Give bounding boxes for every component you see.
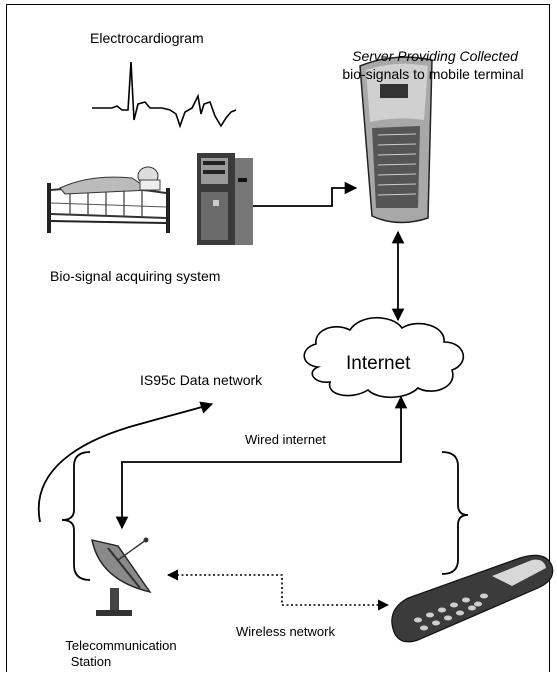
server-label-line2: bio-signals to mobile terminal (342, 66, 524, 82)
desktop-tower-icon (197, 153, 253, 245)
server-label-line1: Server Providing Collected (352, 48, 518, 64)
wireless-label: Wireless network (236, 624, 335, 639)
station-label-line1: Telecommunication (65, 638, 177, 653)
ecg-waveform-icon (92, 61, 237, 129)
bio-system-label: Bio-signal acquiring system (50, 268, 221, 284)
station-label-line2: Station (70, 654, 112, 669)
server-icon (359, 56, 433, 224)
wired-label: Wired internet (245, 432, 326, 447)
is95c-label: IS95c Data network (140, 372, 263, 388)
patient-icon (59, 166, 161, 195)
mobile-phone-icon (391, 554, 554, 643)
cloud-icon (303, 317, 464, 399)
connectors (37, 181, 469, 611)
internet-label: Internet (346, 353, 411, 374)
ecg-label: Electrocardiogram (90, 30, 204, 46)
diagram-frame (6, 4, 550, 672)
satellite-dish-icon (91, 537, 152, 616)
